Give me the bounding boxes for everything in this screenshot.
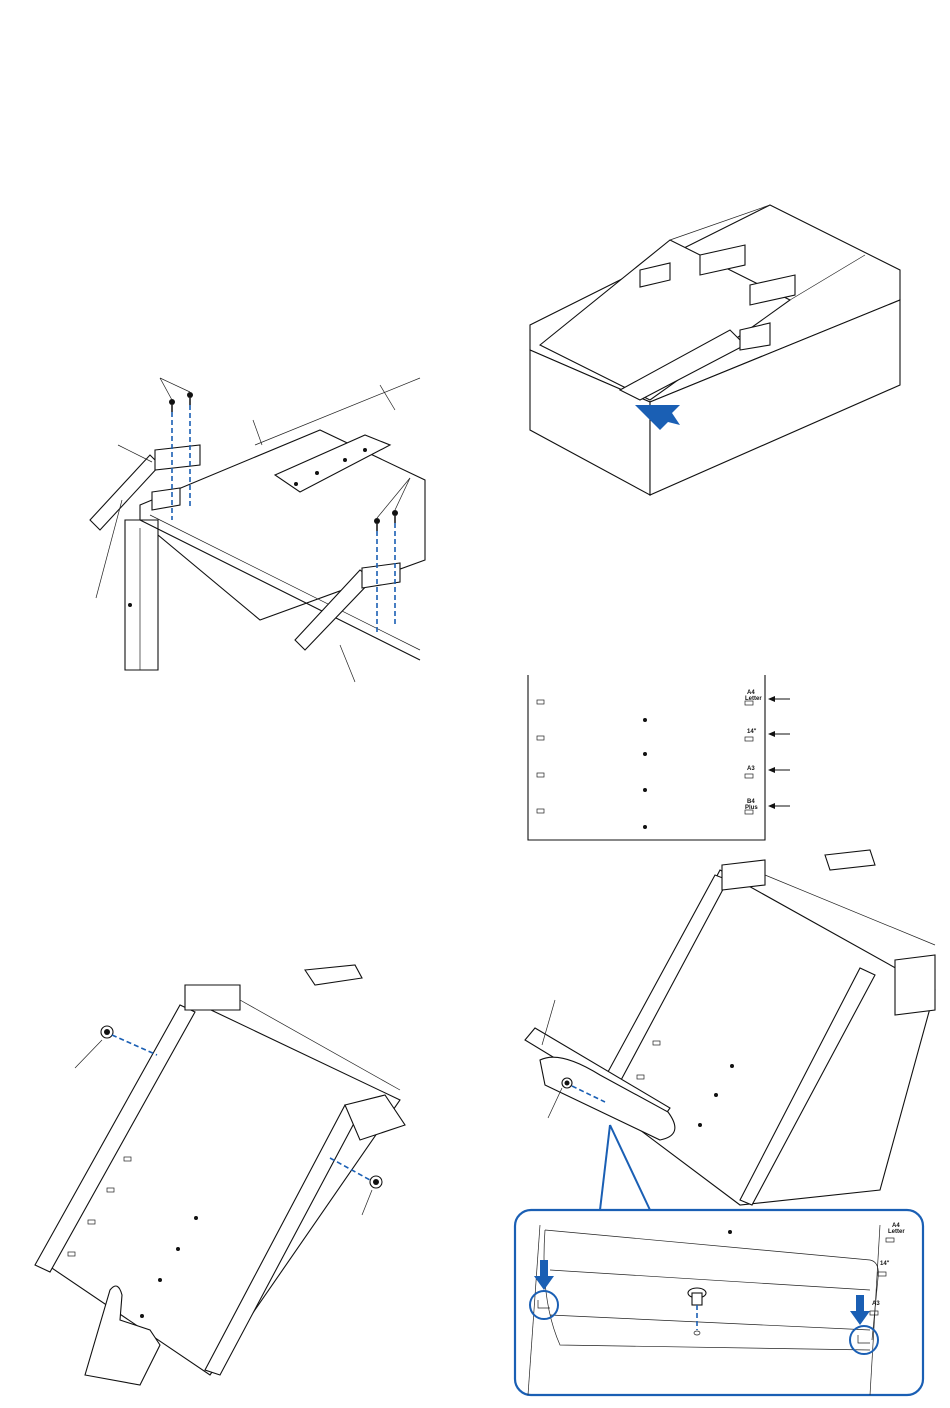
figure-bracket-mounting [90,378,425,682]
zoom-label-14-inch: 14" [880,1261,890,1267]
tray-hinge [185,985,240,1010]
figure-tray-insert [530,205,900,495]
left-bracket-mount [155,445,200,470]
knob-icon [101,1026,113,1038]
figure-knob-install [35,965,405,1385]
figure-stopper-install [525,850,935,1205]
tray-hinge-2 [722,860,765,890]
frame-left-leg [125,520,158,670]
arrow-icon [768,731,790,737]
label-14-inch: 14" [747,729,757,735]
screw-icon [187,392,193,405]
arrow-icon [768,767,790,773]
screw-icon [169,399,175,412]
arrow-icon [768,696,790,702]
label-a3: A3 [747,766,755,772]
knob-icon [562,1078,572,1088]
arrow-icon [768,803,790,809]
zoom-label-a3: A3 [872,1301,880,1307]
knob-icon [370,1176,382,1188]
